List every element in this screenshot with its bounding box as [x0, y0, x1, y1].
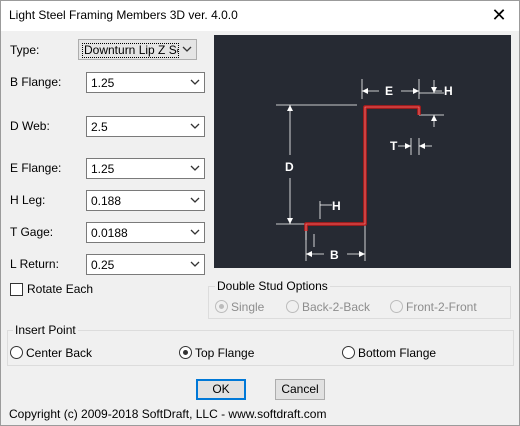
window-title: Light Steel Framing Members 3D ver. 4.0.…: [9, 8, 238, 22]
radio-back-2-back-label: Back-2-Back: [302, 300, 371, 314]
l-return-label: L Return:: [10, 257, 59, 271]
rotate-each-label[interactable]: Rotate Each: [27, 282, 94, 296]
dim-label-d: D: [285, 160, 294, 174]
b-flange-dropdown[interactable]: 1.25: [86, 72, 205, 93]
d-web-label: D Web:: [10, 119, 50, 133]
radio-single[interactable]: [215, 300, 228, 313]
d-web-value: 2.5: [91, 120, 108, 134]
radio-center-back-label: Center Back: [26, 346, 93, 360]
title-bar: Light Steel Framing Members 3D ver. 4.0.…: [1, 1, 519, 31]
radio-back-2-back[interactable]: [286, 300, 299, 313]
chevron-down-icon: [190, 229, 200, 235]
radio-top-flange[interactable]: [179, 346, 192, 359]
chevron-down-icon: [190, 197, 200, 203]
d-web-dropdown[interactable]: 2.5: [86, 116, 205, 137]
e-flange-dropdown[interactable]: 1.25: [86, 158, 205, 179]
h-leg-dropdown[interactable]: 0.188: [86, 190, 205, 211]
chevron-down-icon: [190, 79, 200, 85]
l-return-value: 0.25: [91, 258, 115, 272]
section-preview: E H T D H B: [214, 35, 511, 268]
dim-label-h-top: H: [444, 84, 453, 98]
dim-label-h-bottom: H: [332, 199, 341, 213]
chevron-down-icon: [190, 165, 200, 171]
double-stud-title: Double Stud Options: [215, 279, 330, 293]
radio-top-flange-label: Top Flange: [195, 346, 255, 360]
radio-front-2-front[interactable]: [390, 300, 403, 313]
dim-label-e: E: [385, 84, 393, 98]
cancel-button[interactable]: Cancel: [275, 379, 325, 400]
l-return-dropdown[interactable]: 0.25: [86, 254, 205, 275]
t-gage-dropdown[interactable]: 0.0188: [86, 222, 205, 243]
radio-single-label: Single: [231, 300, 265, 314]
h-leg-label: H Leg:: [10, 193, 46, 207]
radio-bottom-flange[interactable]: [342, 346, 355, 359]
radio-dot: [219, 304, 224, 309]
radio-center-back[interactable]: [10, 346, 23, 359]
insert-point-groupbox: [7, 330, 514, 366]
e-flange-label: E Flange:: [10, 161, 62, 175]
b-flange-label: B Flange:: [10, 75, 62, 89]
type-label: Type:: [10, 43, 40, 57]
b-flange-value: 1.25: [91, 76, 115, 90]
rotate-each-checkbox[interactable]: [10, 283, 23, 296]
dim-label-t: T: [390, 139, 398, 153]
dim-label-b: B: [330, 248, 339, 262]
h-leg-value: 0.188: [91, 194, 122, 208]
t-gage-value: 0.0188: [91, 226, 128, 240]
radio-dot: [183, 350, 188, 355]
chevron-down-icon: [190, 123, 200, 129]
radio-bottom-flange-label: Bottom Flange: [358, 346, 437, 360]
ok-button[interactable]: OK: [196, 379, 246, 400]
insert-point-title: Insert Point: [13, 323, 78, 337]
chevron-down-icon: [190, 261, 200, 267]
chevron-down-icon: [182, 46, 192, 52]
z-section-diagram: E H T D H B: [276, 79, 453, 262]
type-dropdown[interactable]: Downturn Lip Z Sec: [78, 39, 197, 60]
radio-front-2-front-label: Front-2-Front: [406, 300, 477, 314]
copyright-text: Copyright (c) 2009-2018 SoftDraft, LLC -…: [9, 407, 327, 421]
type-value: Downturn Lip Z Sec: [82, 43, 179, 58]
close-icon[interactable]: ✕: [491, 5, 507, 25]
double-stud-groupbox: [208, 286, 511, 319]
t-gage-label: T Gage:: [10, 225, 54, 239]
e-flange-value: 1.25: [91, 162, 115, 176]
